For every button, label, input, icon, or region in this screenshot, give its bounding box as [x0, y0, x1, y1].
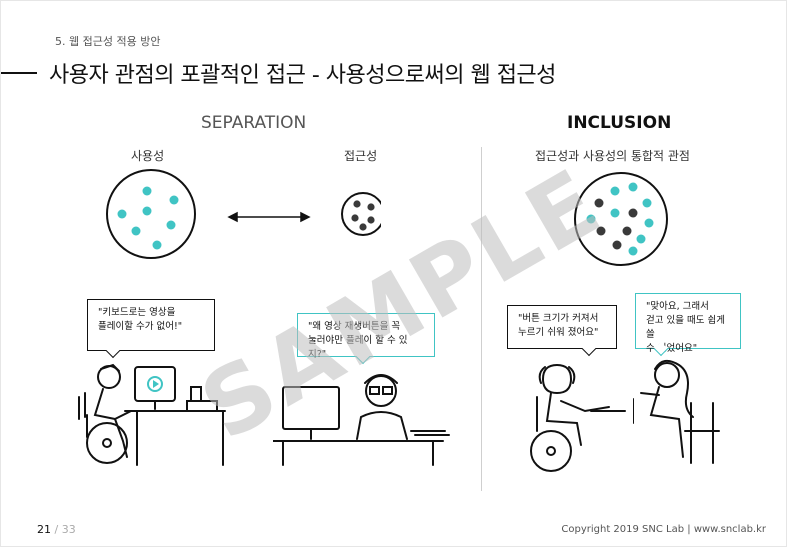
bubble-line: 누르기 쉬워 졌어요"	[518, 327, 599, 338]
wheelchair-user-illustration	[78, 363, 226, 466]
accessibility-circle	[341, 192, 381, 236]
wheelchair-woman-illustration	[530, 363, 626, 472]
bubble-line: "맞아요, 그래서	[646, 301, 709, 312]
separation-heading: SEPARATION	[201, 113, 307, 133]
speech-bubble-walking: "맞아요, 그래서 걷고 있을 때도 쉽게 쓸 수 있었어요"	[635, 293, 741, 357]
inclusion-label: 접근성과 사용성의 통합적 관점	[535, 149, 690, 163]
total-pages: / 33	[54, 523, 76, 536]
bubble-line: 걷고 있을 때도 쉽게 쓸	[646, 315, 725, 340]
usability-circle	[106, 169, 196, 259]
bubble-line: "왜 영상 재생버튼을 꼭	[308, 321, 401, 332]
bubble-line: "키보드로는 영상을	[98, 307, 176, 318]
bubble-line: 수 있었어요"	[646, 343, 698, 354]
usability-dots	[117, 186, 179, 250]
page-title: 사용자 관점의 포괄적인 접근 - 사용성으로써의 웹 접근성	[49, 63, 556, 88]
title-rule	[1, 72, 37, 74]
accessibility-label: 접근성	[344, 149, 378, 163]
section-label: 5. 웹 접근성 적용 방안	[55, 35, 161, 48]
bubble-line: 눌러야만 플레이 할 수 있지?"	[308, 335, 408, 360]
inclusion-dots	[586, 182, 654, 256]
copyright: Copyright 2019 SNC Lab | www.snclab.kr	[561, 524, 766, 535]
page-number: 21 / 33	[37, 523, 76, 536]
bubble-line: "버튼 크기가 커져서	[518, 313, 599, 324]
section-divider	[481, 147, 482, 491]
inclusion-heading: INCLUSION	[567, 113, 672, 133]
accessibility-dots	[351, 200, 375, 231]
bubble-line: 플레이할 수가 없어!"	[98, 321, 183, 332]
desktop-user-illustration	[273, 374, 450, 466]
speech-bubble-play: "왜 영상 재생버튼을 꼭 눌러야만 플레이 할 수 있지?"	[297, 313, 435, 365]
usability-label: 사용성	[131, 149, 165, 163]
speech-bubble-keyboard: "키보드로는 영상을 플레이할 수가 없어!"	[87, 299, 215, 359]
inclusion-circle	[574, 172, 668, 266]
separation-diagram	[106, 169, 381, 259]
inclusion-diagram	[574, 172, 668, 266]
speech-bubble-button-size: "버튼 크기가 커져서 누르기 쉬워 졌어요"	[507, 305, 617, 357]
double-arrow-icon	[227, 211, 311, 223]
seated-woman-illustration	[633, 359, 720, 464]
current-page: 21	[37, 523, 51, 536]
